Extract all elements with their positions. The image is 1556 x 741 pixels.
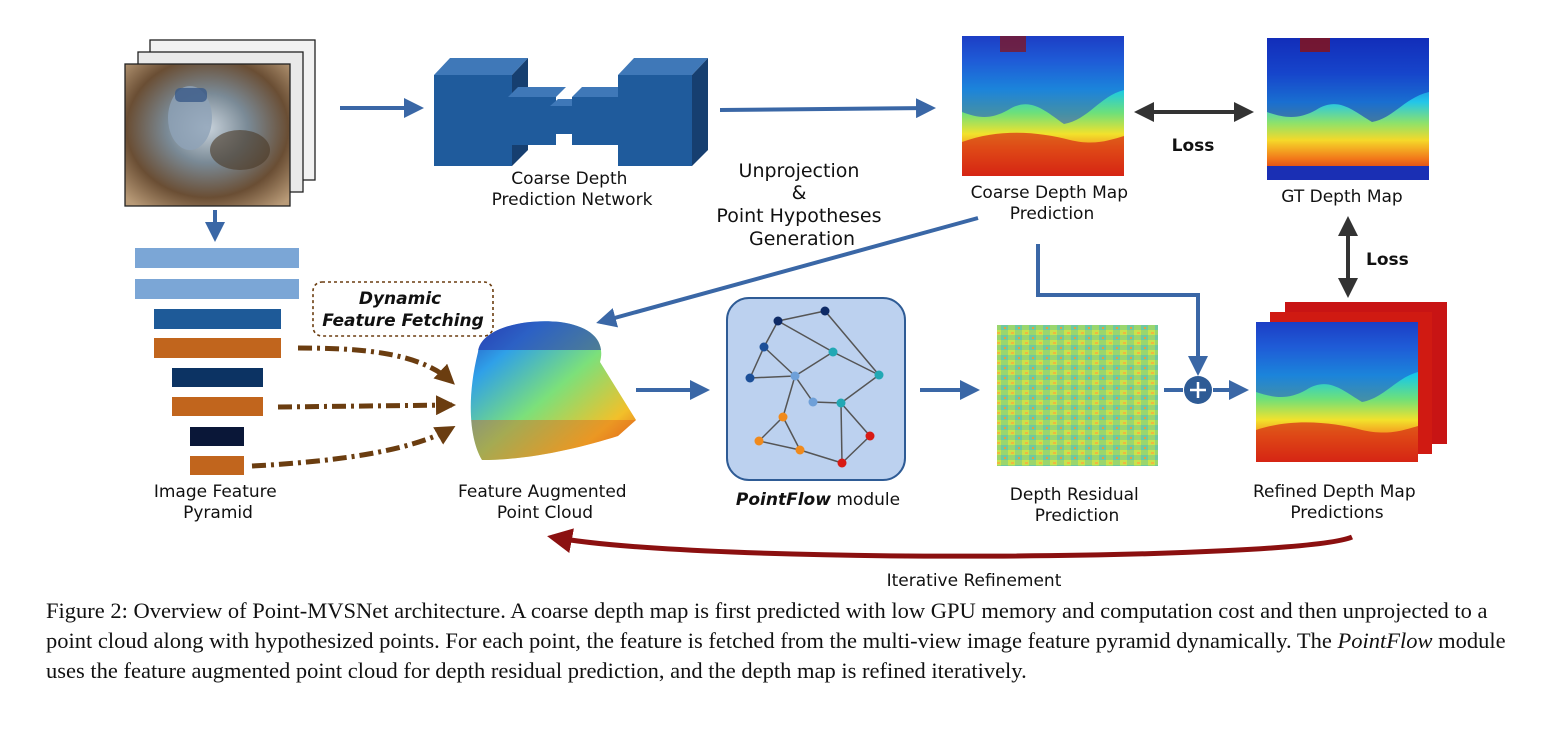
graph-node	[790, 371, 800, 381]
pointflow-module	[726, 297, 906, 481]
sum-node	[1184, 376, 1212, 404]
dynamic-fetch-label: Dynamic Feature Fetching	[322, 289, 484, 331]
point-cloud-image	[470, 321, 636, 460]
input-image-stack	[124, 39, 316, 207]
fetch-arrow-level-2	[297, 345, 455, 385]
arrow-unprojection	[596, 216, 979, 328]
graph-node	[836, 398, 846, 408]
gt-map-label: GT Depth Map	[1281, 187, 1402, 207]
gt-depth-map-image	[1267, 38, 1429, 180]
graph-node	[808, 397, 818, 407]
pyramid-level-3-feature	[172, 368, 263, 387]
pyramid-level-2-feature	[154, 309, 281, 329]
depth-residual-image	[997, 325, 1158, 466]
coarse-network-label: Coarse Depth Prediction Network	[492, 169, 653, 210]
coarse-depth-map-image	[962, 36, 1124, 176]
graph-node	[795, 445, 805, 455]
feature-fetch-arrows	[251, 345, 456, 469]
image-feature-pyramid	[135, 248, 299, 475]
figure-caption: Figure 2: Overview of Point-MVSNet archi…	[46, 596, 1536, 686]
arrow-coarse-to-sum	[1036, 244, 1208, 376]
pyramid-level-1b	[135, 279, 299, 299]
graph-node	[754, 436, 764, 446]
coarse-map-label: Coarse Depth Map Prediction	[971, 183, 1134, 224]
depth-residual-label: Depth Residual Prediction	[1010, 485, 1144, 526]
pyramid-level-1a	[135, 248, 299, 268]
refined-maps-label: Refined Depth Map Predictions	[1253, 482, 1421, 523]
pyramid-level-4-feature	[190, 427, 244, 446]
fetch-arrow-level-3	[277, 395, 456, 416]
iterative-label: Iterative Refinement	[887, 571, 1062, 590]
refined-depth-map-stack	[1256, 302, 1447, 462]
caption-prefix: Figure 2: Overview of Point-MVSNet archi…	[46, 598, 1488, 653]
architecture-diagram: Coarse Depth Prediction Network Unprojec…	[124, 36, 1447, 590]
loss-label-vertical: Loss	[1366, 250, 1409, 270]
arrow-network-to-coarse-map	[719, 98, 936, 119]
point-cloud-label: Feature Augmented Point Cloud	[458, 482, 632, 523]
graph-node	[837, 458, 847, 468]
caption-suffix: module uses the feature augmented point …	[46, 628, 1506, 683]
pyramid-level-4-fetch	[190, 456, 244, 475]
fetch-arrow-level-4	[251, 425, 456, 469]
coarse-network-icon	[434, 58, 708, 166]
graph-node	[759, 342, 769, 352]
unprojection-label: Unprojection & Point Hypotheses Generati…	[716, 160, 887, 250]
pyramid-level-3-fetch	[172, 397, 263, 416]
graph-node	[828, 347, 838, 357]
graph-node	[865, 431, 875, 441]
loss-label-horizontal: Loss	[1172, 136, 1215, 156]
graph-node	[745, 373, 755, 383]
caption-emph: PointFlow	[1337, 628, 1433, 653]
graph-node	[773, 316, 783, 326]
dynamic-fetch-box	[312, 281, 494, 337]
iterative-refinement-arrow	[547, 528, 1354, 559]
graph-node	[874, 370, 884, 380]
pyramid-label: Image Feature Pyramid	[154, 482, 282, 523]
graph-node	[820, 306, 830, 316]
graph-node	[778, 412, 788, 422]
pyramid-level-2-fetch	[154, 338, 281, 358]
pointflow-label: PointFlow module	[736, 490, 900, 510]
